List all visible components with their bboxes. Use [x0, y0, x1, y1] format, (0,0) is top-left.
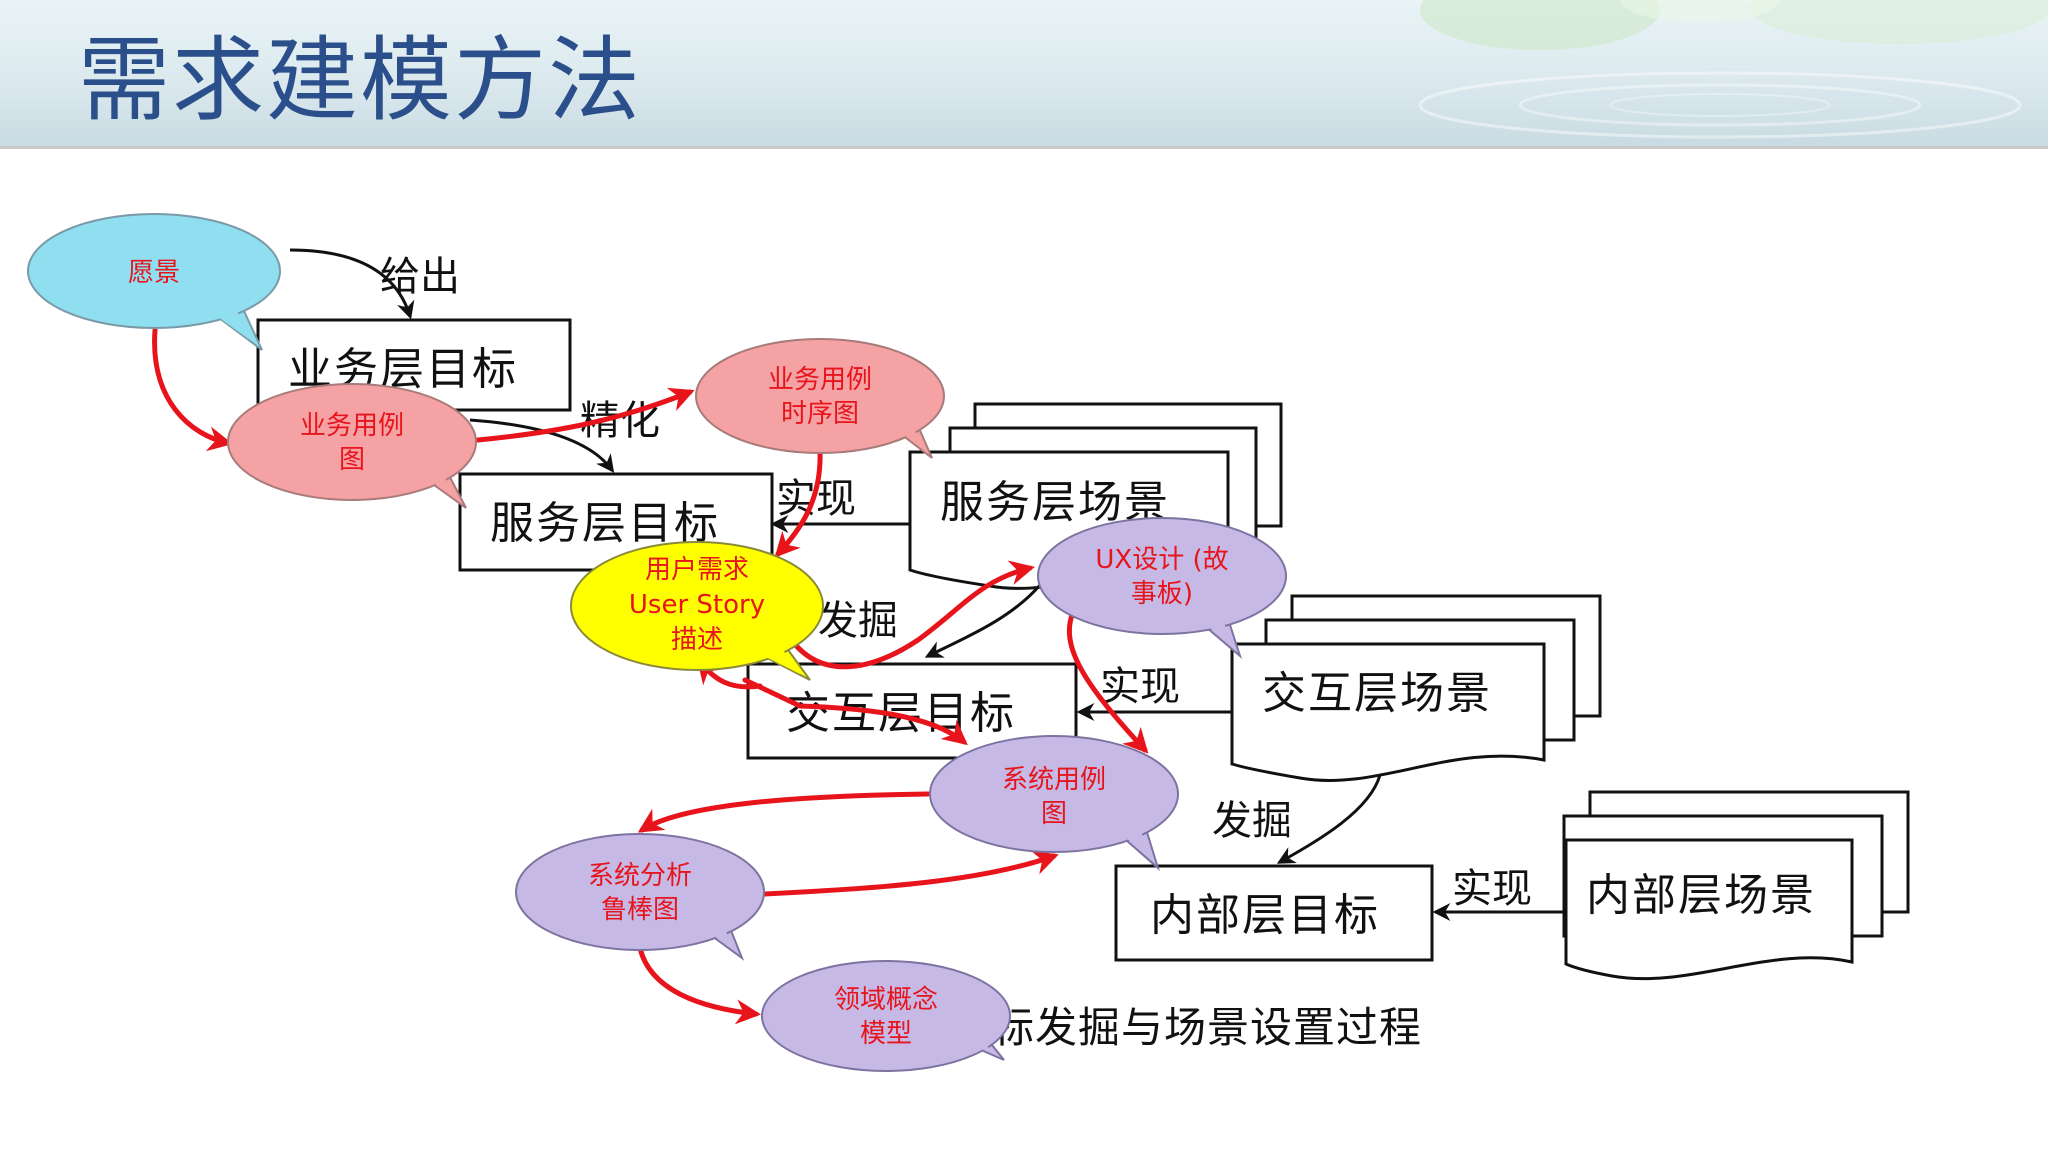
domain-model-bubble-text-2: 模型: [860, 1019, 912, 1049]
robustness-bubble-text-2: 鲁棒图: [601, 895, 679, 925]
mine-arrow-1: [924, 584, 1042, 658]
business-sequence-bubble-text-1: 业务用例: [768, 365, 872, 395]
user-story-bubble: 用户需求 User Story 描述: [570, 541, 824, 681]
system-usecase-bubble: 系统用例 图: [929, 735, 1179, 872]
user-story-bubble-text-3: 描述: [671, 625, 723, 655]
realize-label-3: 实现: [1452, 866, 1532, 912]
user-story-bubble-text-1: 用户需求: [645, 555, 749, 585]
mine-arrow-2: [1276, 774, 1382, 864]
ux-design-bubble-text-1: UX设计 (故: [1095, 545, 1228, 575]
flow-system-usecase-to-robustness: [637, 791, 931, 833]
user-story-bubble-text-2: User Story: [629, 590, 765, 620]
figure-caption: 标发掘与场景设置过程: [992, 1003, 1422, 1052]
robustness-bubble-text-1: 系统分析: [588, 861, 692, 891]
robustness-bubble: 系统分析 鲁棒图: [515, 833, 765, 961]
flow-ux-to-system-usecase: [1066, 612, 1149, 754]
mine-label-1: 发掘: [818, 598, 898, 644]
service-goal-label: 服务层目标: [490, 498, 720, 549]
give-arrow: [289, 248, 415, 320]
business-usecase-bubble: 业务用例 图: [227, 383, 477, 509]
red-flow-arrows: [152, 327, 1149, 1025]
internal-scenario-stack: [1562, 790, 1910, 981]
slide-title: 需求建模方法: [78, 27, 643, 134]
flow-robustness-to-domain-model: [637, 945, 761, 1025]
realize-label-2: 实现: [1100, 664, 1180, 710]
service-scenario-stack: [908, 402, 1283, 590]
interaction-scenario-stack: [1230, 594, 1602, 782]
domain-model-bubble: 领域概念 模型: [761, 960, 1011, 1072]
domain-model-bubble-text-1: 领域概念: [834, 985, 938, 1015]
header-band: [0, 0, 2048, 148]
ux-design-bubble: UX设计 (故 事板): [1037, 517, 1287, 660]
flow-user-story-to-ux: [787, 560, 1035, 670]
flow-vision-to-business-usecase: [152, 327, 233, 452]
internal-goal-label: 内部层目标: [1150, 890, 1380, 941]
system-usecase-bubble-text-1: 系统用例: [1002, 765, 1106, 795]
give-label: 给出: [380, 254, 460, 300]
vision-bubble: 愿景: [27, 213, 281, 351]
interaction-scenario-label: 交互层场景: [1262, 668, 1492, 719]
header-divider: [0, 146, 2048, 149]
internal-goal-box: [1114, 864, 1434, 962]
system-usecase-bubble-text-2: 图: [1041, 799, 1067, 829]
ux-design-bubble-text-2: 事板): [1131, 579, 1193, 609]
flow-sequence-to-user-story: [774, 447, 823, 558]
business-sequence-bubble: 业务用例 时序图: [695, 338, 945, 459]
flow-robustness-to-system-usecase: [762, 850, 1059, 897]
business-usecase-bubble-text-1: 业务用例: [300, 411, 404, 441]
header-water-decoration: [1418, 0, 2048, 139]
business-usecase-bubble-text-2: 图: [339, 445, 365, 475]
business-sequence-bubble-text-2: 时序图: [781, 399, 859, 429]
refine-arrow: [469, 418, 615, 473]
flow-story-to-system-usecase: [742, 677, 968, 746]
mine-label-2: 发掘: [1212, 798, 1292, 844]
flow-business-usecase-to-sequence: [475, 387, 695, 443]
internal-scenario-label: 内部层场景: [1586, 870, 1816, 921]
vision-bubble-text: 愿景: [128, 258, 180, 288]
